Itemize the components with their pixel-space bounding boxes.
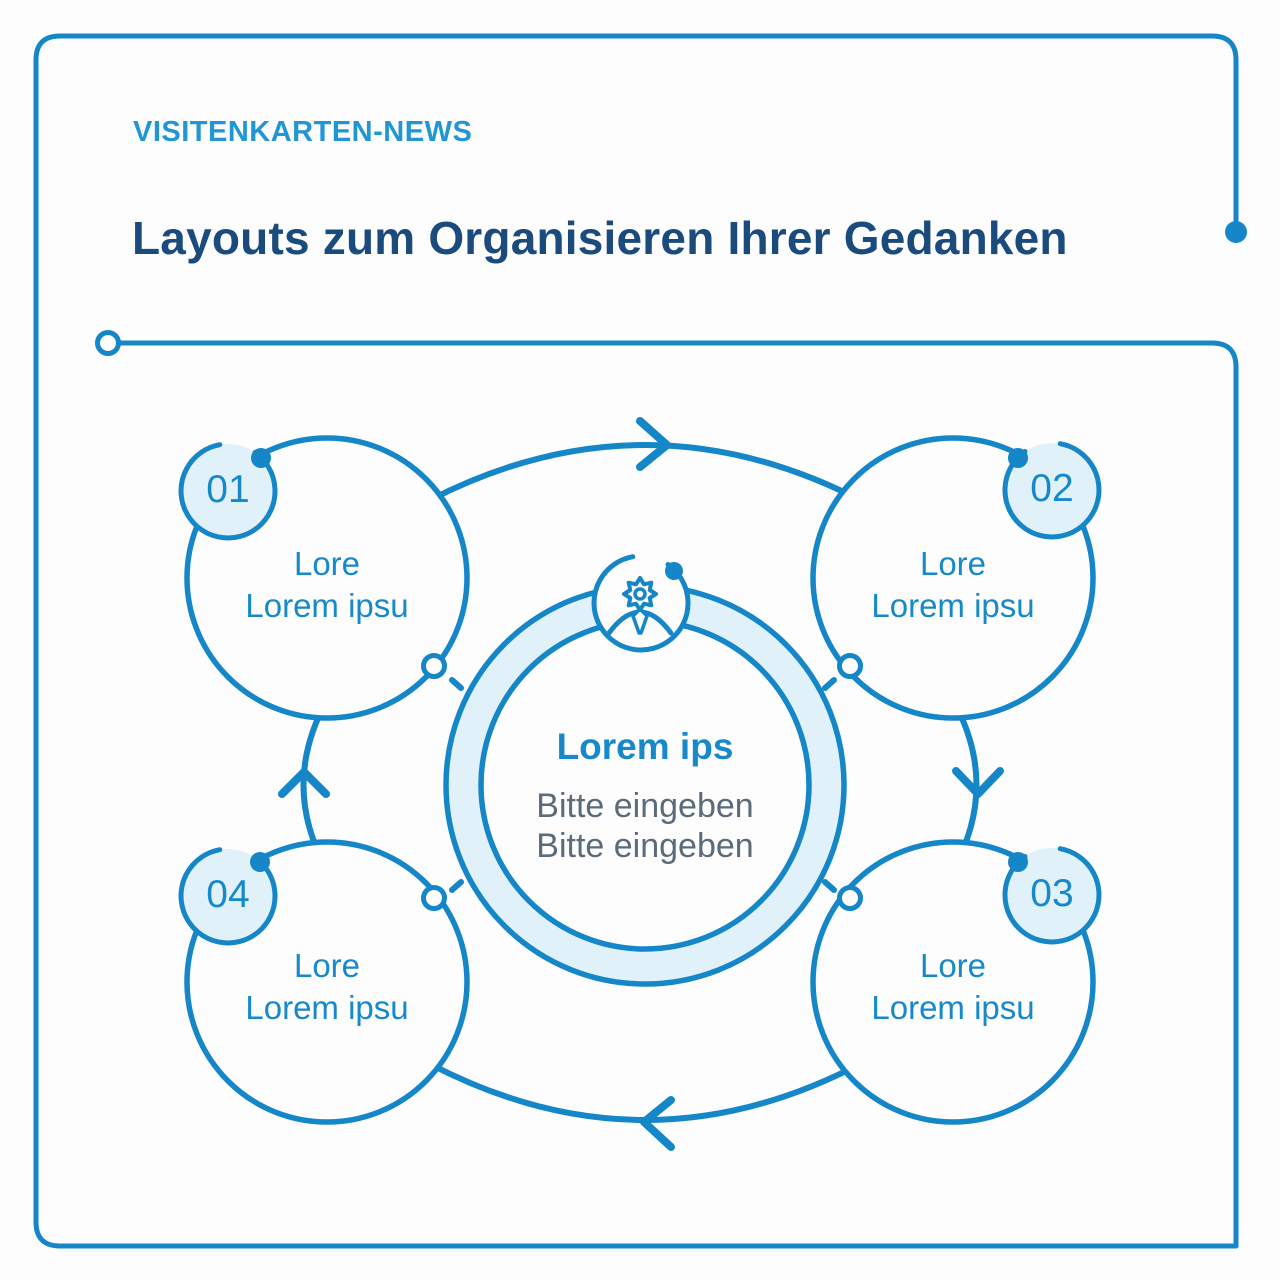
gear-outline xyxy=(622,576,658,612)
center-ring-inner xyxy=(478,618,812,952)
step-2-badge-arc xyxy=(1002,441,1102,540)
step-1-badge-arc xyxy=(178,442,278,541)
arrow-up-icon xyxy=(278,768,330,798)
step-3-line2: Lorem ipsu xyxy=(871,989,1035,1026)
center-body: Bitte eingeben Bitte eingeben xyxy=(445,786,845,866)
arrow-right-icon xyxy=(636,417,671,471)
center-ring xyxy=(443,583,847,987)
frame-top-left-path xyxy=(33,33,1239,1249)
step-2-number: 02 xyxy=(1030,467,1074,510)
connector-bottom-arc xyxy=(427,1061,863,1123)
step-nodes xyxy=(421,653,863,911)
step-1-line2: Lorem ipsu xyxy=(245,587,409,624)
step-4-line2: Lorem ipsu xyxy=(245,989,409,1026)
frame-start-ring xyxy=(95,330,121,356)
step-2-line2: Lorem ipsu xyxy=(871,587,1035,624)
icon-circle-arc xyxy=(591,554,691,653)
step-2-dash xyxy=(822,677,837,691)
step-3-number: 03 xyxy=(1030,872,1074,915)
step-2-badge xyxy=(1005,443,1099,537)
step-1-node xyxy=(421,653,447,679)
person-gear-icon xyxy=(606,576,674,636)
step-4-node xyxy=(421,885,447,911)
step-1-badge-dot xyxy=(251,448,271,468)
step-1-label: Lore Lorem ipsu xyxy=(187,543,467,627)
step-1-badge xyxy=(181,444,275,538)
step-2-node xyxy=(837,653,863,679)
step-1-number: 01 xyxy=(206,468,250,511)
step-4-number: 04 xyxy=(206,873,250,916)
gear-hub xyxy=(633,587,647,601)
frame xyxy=(33,33,1247,1249)
step-4-label: Lore Lorem ipsu xyxy=(187,945,467,1029)
step-badges xyxy=(178,441,1102,946)
eyebrow: VISITENKARTEN-NEWS xyxy=(133,116,473,148)
step-3-line1: Lore xyxy=(919,947,987,984)
step-2-line1: Lore xyxy=(919,545,987,582)
center-icon-circle xyxy=(591,554,691,653)
step-4-line1: Lore xyxy=(293,947,361,984)
step-3-badge xyxy=(1005,848,1099,942)
step-2-badge-dot xyxy=(1008,448,1028,468)
step-4-badge-dot xyxy=(250,852,270,872)
step-3-dash xyxy=(822,879,837,893)
person-tie xyxy=(631,607,649,635)
connector-top-arc xyxy=(427,442,863,503)
frame-bottom-right-path xyxy=(118,340,1239,1249)
step-3-badge-dot xyxy=(1008,852,1028,872)
center-line2: Bitte eingeben xyxy=(536,827,754,865)
step-1-dash xyxy=(449,677,464,691)
page-title: Layouts zum Organisieren Ihrer Gedanken xyxy=(132,212,1068,264)
step-4-dash xyxy=(449,879,464,893)
icon-circle-dot xyxy=(665,562,683,580)
step-2-label: Lore Lorem ipsu xyxy=(813,543,1093,627)
step-4-badge xyxy=(181,849,275,943)
step-3-badge-arc xyxy=(1002,846,1102,945)
step-3-node xyxy=(837,885,863,911)
center-title: Lorem ips xyxy=(556,726,734,767)
arrow-down-icon xyxy=(952,767,1004,798)
frame-end-dot xyxy=(1225,221,1247,243)
center-line1: Bitte eingeben xyxy=(536,787,754,825)
step-4-badge-arc xyxy=(178,847,278,946)
step-3-label: Lore Lorem ipsu xyxy=(813,945,1093,1029)
step-1-line1: Lore xyxy=(293,545,361,582)
arrow-left-icon xyxy=(640,1096,675,1151)
